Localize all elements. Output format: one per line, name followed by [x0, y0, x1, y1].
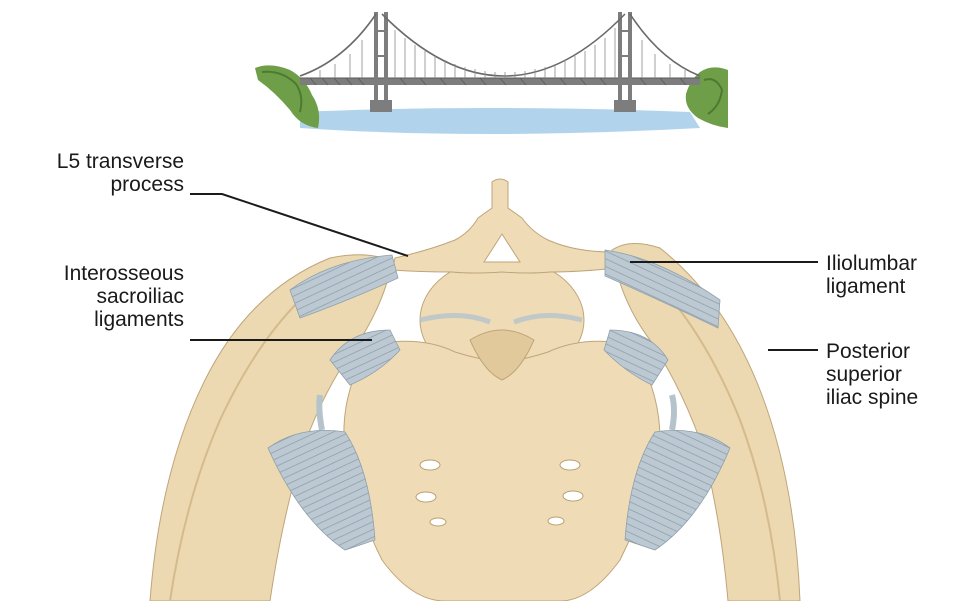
label-interosseous-sacroiliac-ligaments: Interosseous sacroiliac ligaments — [14, 262, 184, 331]
bridge-tower-right — [614, 12, 636, 112]
label-iliolumbar-ligament: Iliolumbar ligament — [826, 252, 917, 298]
label-l5-transverse-process: L5 transverse process — [14, 150, 184, 196]
main-cable-right-span — [630, 14, 700, 76]
label-iliolumbar-line-1: Iliolumbar — [826, 252, 917, 275]
main-cable-left-span — [300, 14, 376, 76]
left-bank-foliage — [255, 65, 319, 128]
label-psis-line-1: Posterior — [826, 340, 918, 363]
label-psis-line-2: superior — [826, 363, 918, 386]
label-l5-line-1: L5 transverse — [14, 150, 184, 173]
label-psis-line-3: iliac spine — [826, 386, 918, 409]
label-posterior-superior-iliac-spine: Posterior superior iliac spine — [826, 340, 918, 409]
label-l5-line-2: process — [14, 173, 184, 196]
bridge-tower-left — [370, 12, 392, 112]
main-cable-center-span — [382, 14, 625, 76]
leader-l5-transverse-process — [190, 194, 408, 256]
label-interosseous-line-1: Interosseous — [14, 262, 184, 285]
suspension-bridge-illustration — [255, 12, 728, 134]
label-interosseous-line-2: sacroiliac — [14, 285, 184, 308]
water — [300, 108, 700, 134]
bridge-deck — [300, 78, 700, 85]
pelvis-illustration — [150, 179, 800, 601]
label-iliolumbar-line-2: ligament — [826, 275, 917, 298]
label-interosseous-line-3: ligaments — [14, 308, 184, 331]
